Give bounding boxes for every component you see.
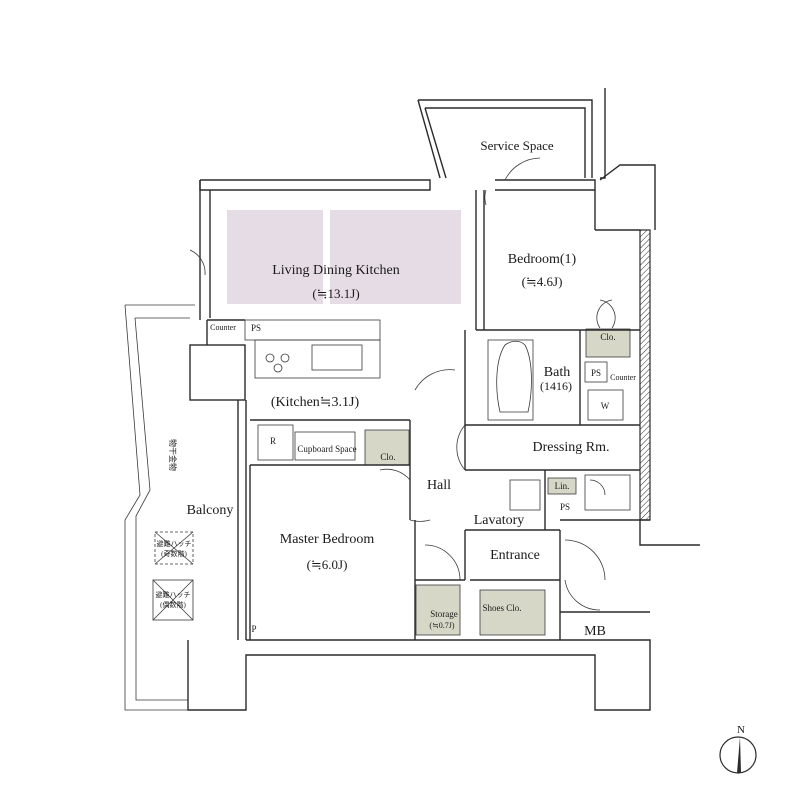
label-counter-right: Counter (610, 373, 636, 382)
label-mb: MB (584, 624, 606, 639)
label-hall: Hall (427, 478, 451, 493)
evacuation-hatch-odd: 避難ハッチ (奇数階) (154, 531, 194, 565)
compass-north-label: N (737, 724, 745, 736)
label-hatch-odd-2: (奇数階) (161, 549, 187, 558)
label-kitchen: (Kitchen≒3.1J) (271, 395, 360, 410)
label-master-bedroom-size: (≒6.0J) (307, 557, 348, 572)
label-bedroom1: Bedroom(1) (508, 252, 577, 267)
label-washer: W (601, 401, 610, 411)
label-bedroom1-size: (≒4.6J) (522, 274, 563, 289)
ldk-floor-panel-left (227, 210, 323, 304)
label-cupboard: Cupboard Space (297, 444, 356, 454)
label-lavatory: Lavatory (474, 513, 525, 528)
label-clo-bedroom1: Clo. (600, 332, 615, 342)
ldk-floor-panel-right (330, 210, 461, 304)
interior-walls (244, 190, 650, 640)
label-hatch-odd-1: 避難ハッチ (157, 539, 192, 548)
label-ldk: Living Dining Kitchen (272, 263, 400, 278)
closet-bedroom1 (585, 328, 631, 358)
label-bath-size: (1416) (540, 379, 572, 393)
label-balcony: Balcony (187, 503, 234, 518)
label-storage-size: (≒0.7J) (429, 621, 454, 630)
label-shoes-clo: Shoes Clo. (482, 603, 521, 613)
walls (124, 88, 700, 711)
label-storage: Storage (430, 609, 458, 619)
label-ldk-size: (≒13.1J) (312, 286, 359, 301)
label-dressing: Dressing Rm. (533, 440, 610, 455)
label-bath: Bath (544, 365, 570, 380)
closet-master (364, 429, 410, 466)
label-clo-master: Clo. (380, 452, 395, 462)
evacuation-hatch-even: 避難ハッチ (偶数階) (152, 579, 194, 621)
linen-closet (547, 477, 577, 495)
label-entrance: Entrance (490, 548, 540, 563)
label-hatch-even-2: (偶数階) (160, 600, 186, 609)
storage-area (415, 584, 461, 636)
doors (189, 157, 616, 611)
label-refrigerator: R (270, 436, 276, 446)
shoes-closet (479, 589, 546, 636)
label-counter-left: Counter (210, 323, 236, 332)
label-service-space: Service Space (480, 138, 554, 153)
label-ps-bath: PS (591, 368, 601, 378)
label-pipe-p: P (251, 624, 256, 634)
compass-icon: N (719, 724, 757, 774)
label-master-bedroom: Master Bedroom (280, 532, 375, 547)
label-ps-top: PS (251, 323, 261, 333)
label-hatch-even-1: 避難ハッチ (156, 590, 191, 599)
label-linen: Lin. (555, 481, 570, 491)
label-ps-lav: PS (560, 502, 570, 512)
label-drying-rack: 物干金物 (168, 439, 178, 471)
